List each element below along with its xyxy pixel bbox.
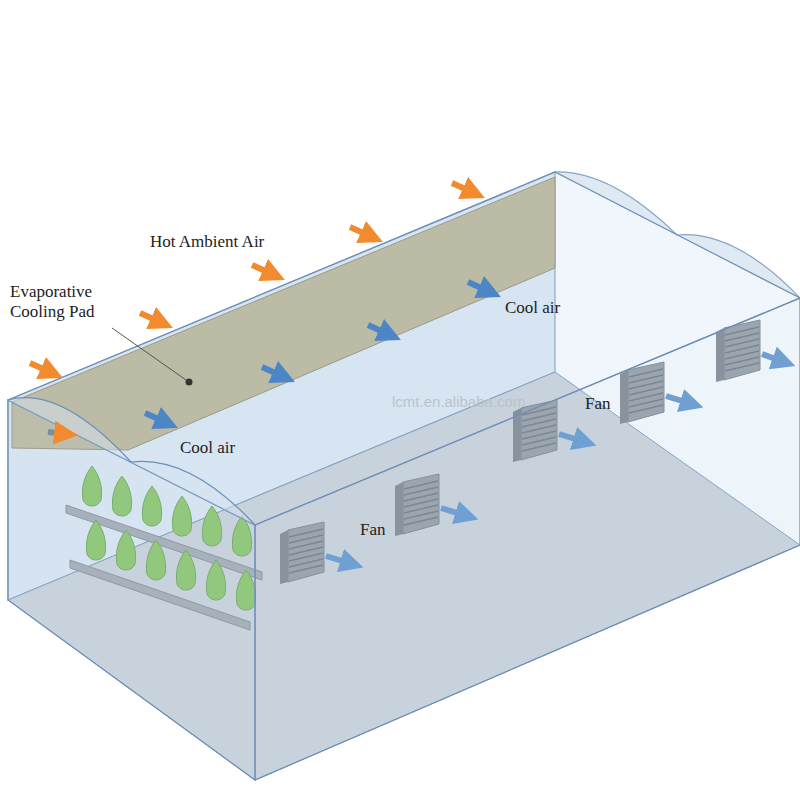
air-label: Hot Ambient Air bbox=[150, 232, 264, 252]
fan-label: Fan bbox=[585, 394, 611, 414]
label-holder: Hot Ambient Air bbox=[150, 232, 264, 252]
watermark: lcmt.en.alibaba.com bbox=[392, 393, 525, 410]
pad-label: Evaporative Cooling Pad bbox=[10, 282, 122, 321]
air-label: Cool air bbox=[505, 298, 560, 318]
label-holder: lcmt.en.alibaba.com bbox=[392, 393, 525, 410]
label-holder: Evaporative Cooling Pad bbox=[10, 282, 122, 321]
label-holder: Cool air bbox=[505, 298, 560, 318]
label-holder: Fan bbox=[360, 520, 386, 540]
label-holder: Cool air bbox=[180, 438, 235, 458]
fan-label: Fan bbox=[360, 520, 386, 540]
air-label: Cool air bbox=[180, 438, 235, 458]
label-holder: Fan bbox=[585, 394, 611, 414]
